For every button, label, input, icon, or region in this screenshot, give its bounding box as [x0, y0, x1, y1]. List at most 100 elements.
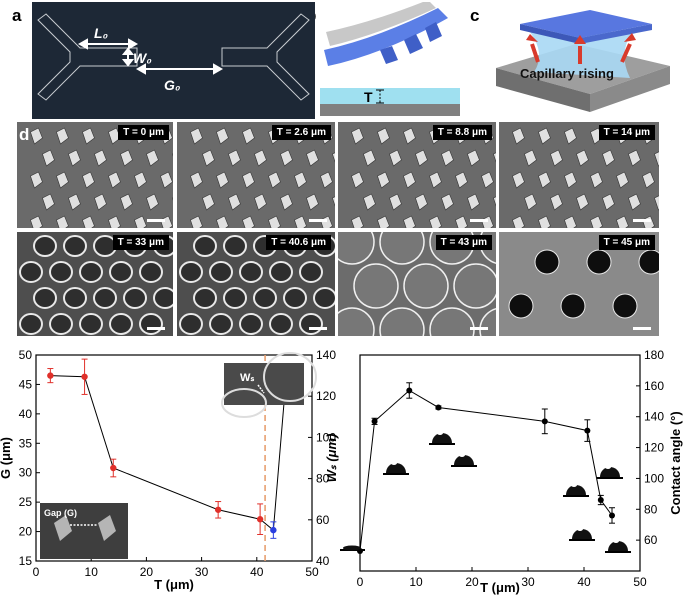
water-droplet-icon	[605, 539, 631, 553]
panel-d-label: d	[19, 125, 30, 144]
y2-tick-label: 100	[316, 430, 336, 444]
y-tick-label: 180	[644, 348, 664, 362]
inset-ws-label: Wₛ	[240, 372, 255, 384]
data-point	[47, 372, 54, 379]
data-point	[435, 404, 442, 411]
y-tick-label: 100	[644, 471, 664, 485]
data-point	[406, 387, 413, 394]
water-droplet-icon	[340, 545, 365, 551]
chart-f-xlabel: T (μm)	[480, 580, 520, 595]
scale-bar	[633, 327, 651, 330]
sem-image-3: T = 8.8 μm	[338, 122, 496, 228]
scale-bar	[309, 327, 327, 330]
sem-thickness-tag: T = 40.6 μm	[266, 235, 331, 250]
y2-tick-label: 60	[316, 513, 330, 527]
water-droplet-icon	[563, 483, 589, 497]
sem-thickness-tag: T = 33 μm	[112, 235, 169, 250]
thickness-T-label: T	[364, 89, 373, 105]
y-tick-label: 50	[19, 348, 33, 362]
chart-e-y2label: Wₛ (μm)	[324, 434, 339, 483]
data-point	[541, 418, 548, 425]
panel-a-label: a	[12, 6, 22, 25]
chart-f-plot-frame	[359, 354, 641, 572]
x-tick-label: 20	[465, 575, 479, 589]
inset-gap-label: Gap (G)	[44, 508, 77, 518]
sem-image-6: T = 40.6 μm	[177, 232, 335, 336]
sem-thickness-tag: T = 0 μm	[118, 125, 169, 140]
L0-label: L₀	[94, 25, 109, 41]
scale-bar	[309, 219, 327, 222]
y-tick-label: 160	[644, 379, 664, 393]
data-point	[371, 418, 378, 425]
data-point	[256, 516, 264, 523]
sem-image-1: T = 0 μm	[17, 122, 173, 228]
y-tick-label: 60	[644, 533, 658, 547]
sem-thickness-tag: T = 14 μm	[598, 125, 655, 140]
water-droplet-icon	[451, 453, 477, 467]
x-tick-label: 50	[633, 575, 647, 589]
chart-e-ylabel: G (μm)	[0, 437, 13, 479]
x-tick-label: 20	[140, 565, 154, 579]
data-point	[584, 427, 591, 434]
scale-bar	[470, 219, 488, 222]
inset-gap-image: Gap (G)	[40, 503, 128, 559]
panel-b-schematic: T	[320, 2, 460, 116]
sem-image-5: T = 33 μm	[17, 232, 173, 336]
water-droplet-icon	[383, 461, 409, 475]
x-tick-label: 40	[250, 565, 264, 579]
y-tick-label: 35	[19, 436, 33, 450]
data-point	[609, 512, 615, 519]
sem-image-8: T = 45 μm	[499, 232, 659, 336]
inset-ws-image: Wₛ	[221, 352, 317, 418]
x-tick-label: 30	[195, 565, 209, 579]
capillary-rising-caption: Capillary rising	[520, 66, 614, 81]
scale-bar	[470, 327, 488, 330]
panel-c-label: c	[470, 6, 480, 25]
y-tick-label: 30	[19, 466, 33, 480]
y-tick-label: 140	[644, 410, 664, 424]
x-tick-label: 10	[85, 565, 99, 579]
sem-image-4: T = 14 μm	[499, 122, 659, 228]
y2-tick-label: 140	[316, 348, 336, 362]
chart-f-ylabel: Contact angle (°)	[668, 411, 683, 514]
water-droplet-icon	[597, 465, 623, 479]
panel-f-chart: 0 10 20 30 40 50 60 80 100 120 140 160 180 T (μm) Co…	[340, 348, 683, 595]
x-tick-label: 30	[521, 575, 535, 589]
y-tick-label: 120	[644, 441, 664, 455]
data-point	[214, 506, 222, 513]
scale-bar	[633, 219, 651, 222]
W0-label: W₀	[133, 50, 152, 66]
scale-bar	[147, 219, 165, 222]
x-tick-label: 50	[305, 565, 319, 579]
data-point	[270, 526, 277, 534]
sem-thickness-tag: T = 2.6 μm	[271, 125, 331, 140]
x-tick-label: 0	[33, 565, 40, 579]
sem-thickness-tag: T = 43 μm	[435, 235, 492, 250]
data-point	[110, 464, 117, 472]
chart-e-xlabel: T (μm)	[154, 577, 194, 592]
sem-thickness-tag: T = 45 μm	[598, 235, 655, 250]
water-droplet-icon	[569, 527, 595, 541]
x-tick-label: 10	[409, 575, 423, 589]
water-droplet-icon	[429, 431, 455, 445]
panel-c-schematic: Capillary rising	[496, 10, 670, 112]
y-tick-label: 45	[19, 377, 33, 391]
y-tick-label: 15	[19, 554, 33, 568]
x-tick-label: 0	[357, 575, 364, 589]
scale-bar	[147, 327, 165, 330]
panel-a-mask-design: L₀ W₀ G₀	[32, 2, 315, 119]
data-point	[597, 497, 604, 504]
sem-thickness-tag: T = 8.8 μm	[432, 125, 492, 140]
y-tick-label: 40	[19, 407, 33, 421]
y-tick-label: 80	[644, 502, 658, 516]
y-tick-label: 20	[19, 525, 33, 539]
y-tick-label: 25	[19, 495, 33, 509]
data-point	[81, 373, 88, 380]
G0-label: G₀	[164, 77, 181, 93]
series-line	[359, 389, 613, 551]
y2-tick-label: 120	[316, 389, 336, 403]
x-tick-label: 40	[577, 575, 591, 589]
sem-image-2: T = 2.6 μm	[177, 122, 335, 228]
y2-tick-label: 80	[316, 472, 330, 486]
